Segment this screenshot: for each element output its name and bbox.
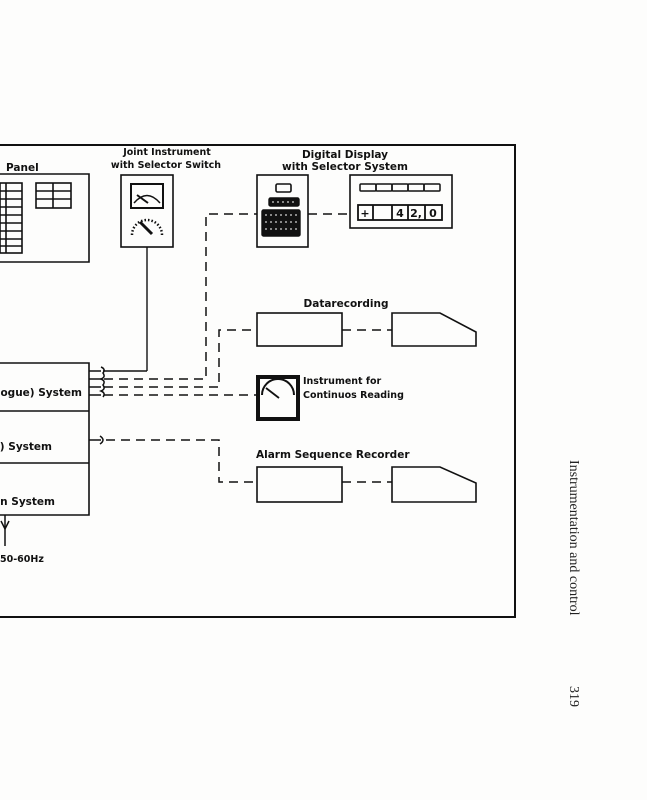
running-header: Instrumentation and control xyxy=(566,460,581,616)
alarm-recorder-unit xyxy=(256,466,477,503)
selector-keypad-unit xyxy=(256,174,309,248)
panel-box xyxy=(0,173,90,263)
readout-digit-3: 2, xyxy=(410,207,422,220)
connector-brackets xyxy=(89,366,105,398)
panel-label: Panel xyxy=(6,162,39,174)
power-supply-label: 50-60Hz xyxy=(0,554,44,565)
readout-digit-4: 0 xyxy=(429,207,437,220)
digital-display-label-1: Digital Display xyxy=(302,149,388,161)
continuous-instrument-label-1: Instrument for xyxy=(303,376,382,387)
datarecording-unit xyxy=(256,312,477,347)
panel-grid-large xyxy=(0,182,23,254)
continuous-reading-instrument xyxy=(256,375,300,421)
wire-alarm-recorder xyxy=(89,435,257,483)
continuous-instrument-label-2: Continuos Reading xyxy=(303,390,404,401)
readout-digit-2: 4 xyxy=(396,207,404,220)
joint-instrument-label-1: Joint Instrument xyxy=(122,147,211,158)
joint-instrument-label-2: with Selector Switch xyxy=(111,160,221,171)
readout-sign: + xyxy=(360,207,369,220)
selector-dial-icon xyxy=(130,218,164,236)
diagram-frame xyxy=(0,144,516,618)
digital-display-unit: + 4 2, 0 xyxy=(349,174,453,229)
keypad-keys-icon xyxy=(265,201,298,230)
wire-datarecording xyxy=(104,329,257,388)
analogue-system-label: ogue) System xyxy=(0,387,82,399)
joint-instrument xyxy=(120,174,174,248)
power-arrow-icon xyxy=(0,515,10,546)
digital-display-label-2: with Selector System xyxy=(282,161,408,173)
page-number: 319 xyxy=(566,686,581,707)
alarm-recorder-label: Alarm Sequence Recorder xyxy=(256,449,410,461)
transmission-system-label: on System xyxy=(0,496,55,508)
panel-grid-small xyxy=(35,182,72,209)
wire-digital-display xyxy=(104,213,257,380)
f-system-label: F) System xyxy=(0,441,52,453)
datarecording-label: Datarecording xyxy=(304,298,389,310)
meter-icon xyxy=(130,183,164,209)
system-boxes xyxy=(0,362,90,516)
